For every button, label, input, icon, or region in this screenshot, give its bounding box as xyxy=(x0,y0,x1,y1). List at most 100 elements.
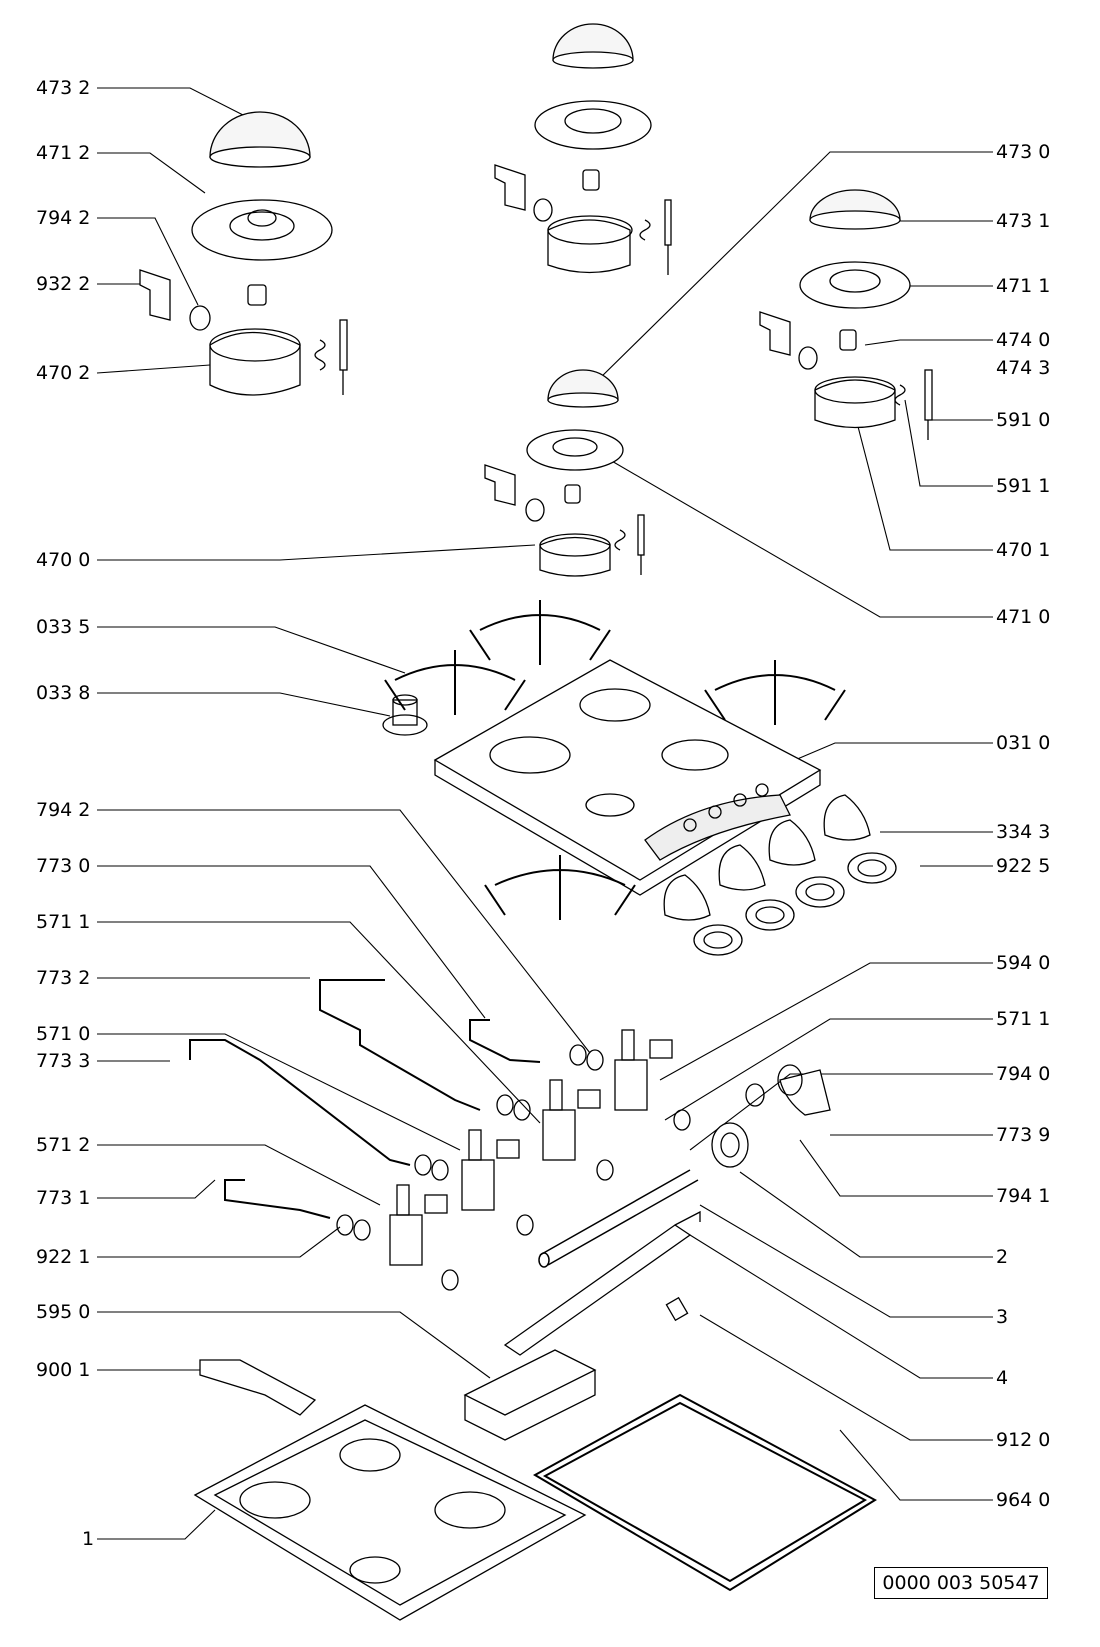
gas-inlet-nut xyxy=(711,1122,749,1168)
gas-valve-3 xyxy=(461,1129,520,1211)
spark-spring-rear-left xyxy=(314,339,326,371)
mounting-bracket xyxy=(199,1359,317,1416)
gas-pipes xyxy=(189,979,541,1219)
part-label-left-5: 470 2 xyxy=(36,362,91,384)
part-label-left-14: 773 3 xyxy=(36,1050,91,1072)
burner-cap-rear-left xyxy=(209,111,311,158)
gas-valve-1 xyxy=(614,1029,673,1111)
part-label-right-12: 922 5 xyxy=(996,855,1051,877)
burner-cap-rear-center xyxy=(552,23,634,61)
gas-inlet-elbow xyxy=(777,1064,831,1116)
gas-pipe-773-2 xyxy=(319,979,481,1111)
burner-body-rear-center xyxy=(547,219,631,274)
control-knob-3 xyxy=(718,844,766,891)
bracket-rear-center xyxy=(494,164,526,211)
part-label-right-8: 470 1 xyxy=(996,539,1051,561)
part-label-right-6: 591 0 xyxy=(996,409,1051,431)
part-label-left-17: 922 1 xyxy=(36,1246,91,1268)
gas-valve-4 xyxy=(389,1184,448,1266)
part-label-left-19: 900 1 xyxy=(36,1359,91,1381)
part-label-left-13: 571 0 xyxy=(36,1023,91,1045)
pan-support-4 xyxy=(484,855,636,920)
pan-support-1 xyxy=(469,600,611,665)
knob-bezel-4 xyxy=(693,924,743,956)
injector-rear-center xyxy=(582,169,600,191)
part-label-left-10: 773 0 xyxy=(36,855,91,877)
knob-bezel-1 xyxy=(847,852,897,884)
control-knob-4 xyxy=(663,874,711,921)
pan-support-2 xyxy=(384,650,526,715)
thermocouple-rear-left xyxy=(339,319,348,371)
burner-crown-rear-center xyxy=(534,100,652,150)
burner-body-front xyxy=(539,536,611,577)
control-knobs xyxy=(663,794,897,956)
part-label-left-18: 595 0 xyxy=(36,1301,91,1323)
burner-body-rear-right xyxy=(814,379,896,429)
pan-supports xyxy=(384,600,846,920)
part-label-left-8: 033 8 xyxy=(36,682,91,704)
part-label-right-18: 2 xyxy=(996,1246,1009,1268)
part-label-right-19: 3 xyxy=(996,1306,1009,1328)
burner-crown-front xyxy=(526,429,624,471)
part-label-left-9: 794 2 xyxy=(36,799,91,821)
burner-body-rear-left xyxy=(209,331,301,396)
part-label-right-20: 4 xyxy=(996,1367,1009,1389)
seal-ring-rear-right xyxy=(798,346,818,370)
gas-pipe-773-1 xyxy=(224,1179,331,1219)
bracket-front xyxy=(484,464,516,506)
part-label-right-21: 912 0 xyxy=(996,1429,1051,1451)
injector-rear-right xyxy=(839,329,857,351)
seal-rings xyxy=(336,1044,765,1291)
part-label-right-14: 571 1 xyxy=(996,1008,1051,1030)
hob-burner-hole-1 xyxy=(579,688,651,722)
burner-crown-rear-left xyxy=(191,199,333,261)
part-label-left-4: 932 2 xyxy=(36,273,91,295)
injector-rear-left xyxy=(247,284,267,306)
spark-generator xyxy=(463,1349,597,1441)
part-label-right-4: 474 0 xyxy=(996,329,1051,351)
fixing-screw xyxy=(665,1296,689,1322)
part-label-left-20: 1 xyxy=(82,1528,95,1550)
part-label-left-3: 794 2 xyxy=(36,207,91,229)
spark-spring-front xyxy=(614,529,626,551)
part-label-right-22: 964 0 xyxy=(996,1489,1051,1511)
hob-burner-hole-2 xyxy=(489,736,571,774)
bracket-rear-right xyxy=(759,311,791,356)
part-label-left-12: 773 2 xyxy=(36,967,91,989)
burner-assembly-rear-center xyxy=(494,23,672,275)
manifold-tube xyxy=(538,1169,699,1268)
seal-ring-rear-left xyxy=(189,305,211,331)
part-label-left-7: 033 5 xyxy=(36,616,91,638)
thermocouple-front xyxy=(637,514,645,556)
part-label-left-2: 471 2 xyxy=(36,142,91,164)
control-knob-1 xyxy=(823,794,871,841)
drawing-reference-number: 0000 003 50547 xyxy=(874,1567,1048,1599)
ignition-rail xyxy=(503,1210,701,1356)
part-label-right-15: 794 0 xyxy=(996,1063,1051,1085)
gas-pipe-773-0 xyxy=(469,1019,541,1063)
part-label-left-15: 571 2 xyxy=(36,1134,91,1156)
knob-bezel-2 xyxy=(795,876,845,908)
bracket-rear-left xyxy=(139,269,171,321)
injector-front xyxy=(564,484,581,504)
part-label-left-6: 470 0 xyxy=(36,549,91,571)
thermocouple-rear-center xyxy=(664,199,672,246)
part-label-left-1: 473 2 xyxy=(36,77,91,99)
part-label-right-17: 794 1 xyxy=(996,1185,1051,1207)
burner-crown-rear-right xyxy=(799,261,911,309)
burner-assembly-rear-left xyxy=(139,111,348,396)
gas-valve-2 xyxy=(542,1079,601,1161)
pan-support-3 xyxy=(704,660,846,725)
hob-burner-hole-4 xyxy=(585,793,635,817)
part-label-right-10: 031 0 xyxy=(996,732,1051,754)
spark-spring-rear-center xyxy=(639,219,651,241)
gas-pipe-773-3 xyxy=(189,1039,411,1166)
part-label-right-13: 594 0 xyxy=(996,952,1051,974)
knob-spindle xyxy=(382,694,428,736)
part-label-right-5: 474 3 xyxy=(996,357,1051,379)
part-label-right-3: 471 1 xyxy=(996,275,1051,297)
seal-ring-front xyxy=(525,498,545,522)
part-label-right-2: 473 1 xyxy=(996,210,1051,232)
base-tray xyxy=(193,1404,587,1621)
